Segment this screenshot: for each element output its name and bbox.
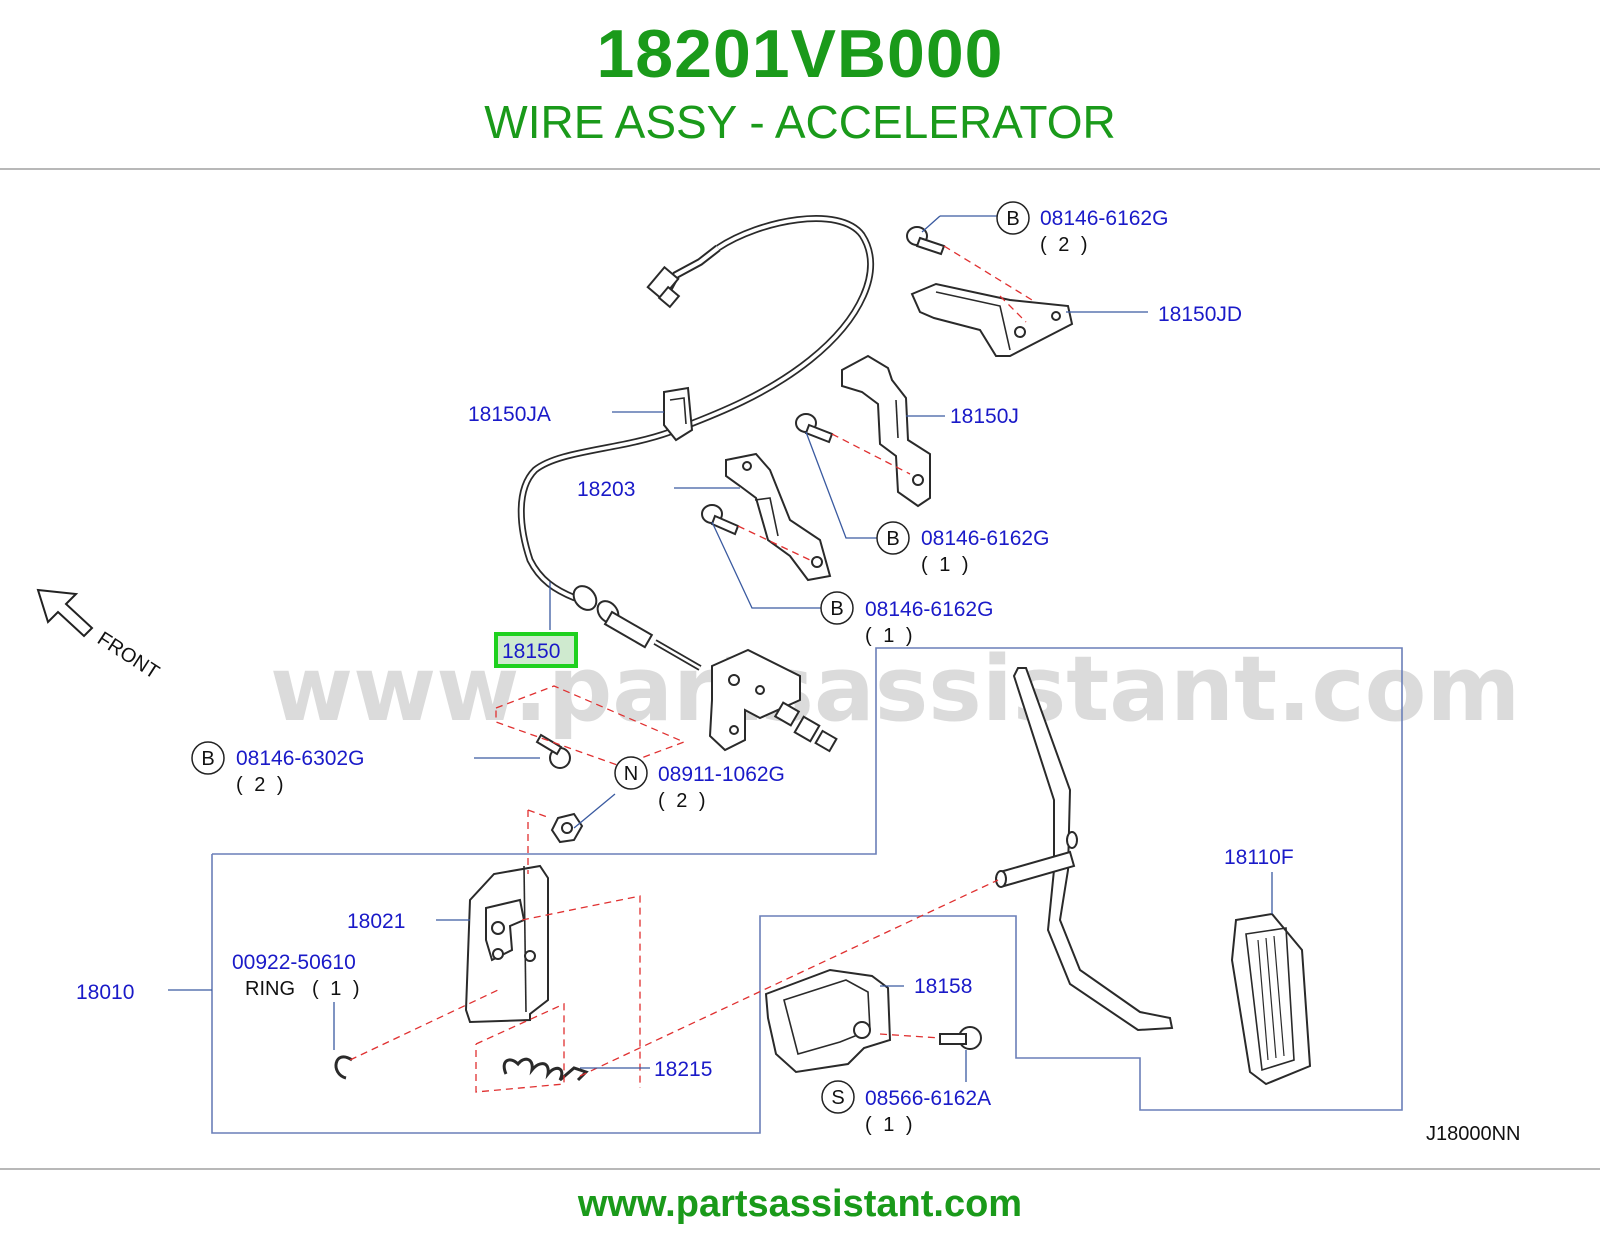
part-description: WIRE ASSY - ACCELERATOR <box>484 96 1116 148</box>
fastener-type-letter: N <box>624 763 638 785</box>
fastener-type-b-icon <box>820 591 854 625</box>
nut-icon <box>550 812 584 844</box>
part-number-title: 18201VB000 <box>596 16 1004 92</box>
part-link-18150J[interactable]: 18150J <box>950 405 1019 428</box>
clip-18150JA <box>663 386 694 442</box>
part-link-08146-6162G[interactable]: 08146-6162G <box>1040 207 1168 230</box>
fastener-type-letter: B <box>830 598 843 620</box>
leader-lines <box>168 215 1273 1082</box>
pedal-bracket-18021 <box>464 864 549 1024</box>
fastener-qty: ( 2 ) <box>1040 234 1091 256</box>
bracket-18203 <box>725 452 832 582</box>
footer-divider <box>0 1168 1600 1170</box>
fastener-qty: ( 1 ) <box>921 554 972 576</box>
part-link-18150JD[interactable]: 18150JD <box>1158 303 1242 326</box>
highlight-inner <box>498 636 574 664</box>
stopper-18158 <box>764 968 892 1074</box>
ring-label: RING <box>245 978 295 1000</box>
part-link-08146-6302G[interactable]: 08146-6302G <box>236 747 364 770</box>
fastener-type-s-icon <box>821 1080 855 1114</box>
pedal-pad-18110F <box>1230 912 1312 1086</box>
fastener-qty: ( 1 ) <box>865 625 916 647</box>
part-link-18150JA[interactable]: 18150JA <box>468 403 551 426</box>
fastener-type-n-icon <box>614 756 648 790</box>
fastener-type-b-icon <box>191 741 225 775</box>
part-link-18215[interactable]: 18215 <box>654 1058 712 1081</box>
fastener-type-letter: B <box>201 748 214 770</box>
part-link-18150[interactable]: 18150 <box>502 640 560 663</box>
fastener-type-letter: S <box>831 1087 844 1109</box>
bolt-icon <box>939 1026 982 1050</box>
part-link-18158[interactable]: 18158 <box>914 975 972 998</box>
bolt-icon <box>535 733 571 769</box>
part-link-00922-50610[interactable]: 00922-50610 <box>232 951 356 974</box>
fastener-type-b-icon <box>876 521 910 555</box>
spring-18215 <box>502 1057 589 1082</box>
front-label: FRONT <box>93 628 163 684</box>
part-link-18110F[interactable]: 18110F <box>1224 846 1294 869</box>
part-link-08146-6162G[interactable]: 08146-6162G <box>865 598 993 621</box>
bolt-icon <box>701 504 740 536</box>
assembly-lines <box>349 245 1033 1093</box>
bolt-icon <box>795 413 834 444</box>
fastener-qty: ( 2 ) <box>236 774 287 796</box>
ring-icon <box>334 1055 353 1080</box>
header-divider <box>0 168 1600 170</box>
fastener-qty: ( 2 ) <box>658 790 709 812</box>
pedal-arm <box>995 667 1174 1032</box>
watermark: www.partsassistant.com <box>270 637 1520 742</box>
diagram-code: J18000NN <box>1426 1123 1521 1145</box>
fastener-qty: ( 1 ) <box>865 1114 916 1136</box>
fastener-type-b-icon <box>996 201 1030 235</box>
assembly-outline-18010 <box>211 647 1403 1134</box>
part-link-08146-6162G[interactable]: 08146-6162G <box>921 527 1049 550</box>
bracket-18150J <box>841 354 931 508</box>
part-link-08911-1062G[interactable]: 08911-1062G <box>658 763 785 786</box>
ring-qty: ( 1 ) <box>312 978 363 1000</box>
fastener-type-letter: B <box>1006 208 1019 230</box>
part-link-18203[interactable]: 18203 <box>577 478 635 501</box>
fastener-type-letter: B <box>886 528 899 550</box>
bracket-18150JD <box>910 282 1074 357</box>
front-arrow-icon <box>36 588 94 638</box>
footer-url-link[interactable]: www.partsassistant.com <box>577 1183 1023 1225</box>
accelerator-cable <box>517 215 875 753</box>
part-link-18010[interactable]: 18010 <box>76 981 134 1004</box>
part-link-08566-6162A[interactable]: 08566-6162A <box>865 1087 991 1110</box>
bolt-icon <box>906 226 946 256</box>
part-link-18021[interactable]: 18021 <box>347 910 405 933</box>
